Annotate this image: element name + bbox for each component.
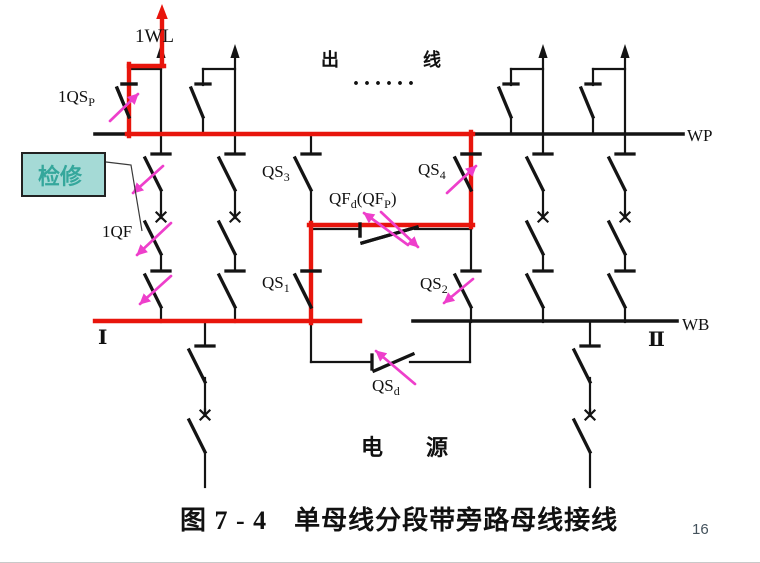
- switch-arrow-1qf: [135, 221, 173, 257]
- switch-arrow-qs2: [442, 277, 475, 305]
- feeder-bay-2: [191, 44, 244, 322]
- label-qfd: QFd(QFP): [329, 189, 397, 211]
- ellipsis-dots: ······: [352, 71, 418, 97]
- source-branch-section-1: [189, 321, 214, 487]
- source-branch-section-2: [574, 321, 599, 487]
- figure-caption: 图 7 - 4 单母线分段带旁路母线接线: [180, 505, 618, 535]
- switch-arrow-qsd: [374, 349, 417, 386]
- label-1qsp: 1QSP: [58, 87, 95, 109]
- label-1qf: 1QF: [102, 222, 132, 241]
- label-section-2: Ⅱ: [648, 329, 665, 351]
- switch-arrow-feeder1-upper-disc: [131, 164, 165, 195]
- disconnector-qs2: [453, 269, 482, 309]
- label-1wl: 1WL: [135, 26, 174, 47]
- label-outgoing-lines-1: 出: [321, 49, 339, 70]
- disconnector-qs3: [293, 152, 322, 192]
- switch-arrow-qfd-a: [362, 211, 410, 247]
- label-qs4: QS4: [418, 160, 446, 182]
- label-wb-bus: WB: [682, 315, 709, 334]
- label-source-2: 源: [426, 435, 448, 460]
- sectionalizer-qsd-circuit: [309, 319, 472, 374]
- callout-leader-line: [105, 161, 143, 232]
- label-qsd: QSd: [372, 376, 400, 398]
- label-outgoing-lines-2: 线: [423, 49, 441, 70]
- page-number: 16: [692, 521, 709, 538]
- label-qs1: QS1: [262, 273, 290, 295]
- feeder-bay-4: [581, 44, 634, 322]
- overpaint-symbols: [114, 82, 482, 309]
- label-wp-bus: WP: [687, 126, 713, 145]
- switch-arrow-qs4: [445, 164, 478, 195]
- switch-arrow-feeder1-lower-disc: [138, 274, 173, 306]
- maintenance-callout-label: 检修: [38, 164, 83, 189]
- label-qs2: QS2: [420, 274, 448, 296]
- label-section-1: Ⅰ: [98, 327, 107, 349]
- disconnector-qsd-blade: [371, 351, 416, 374]
- switch-arrow-qfd-b: [379, 210, 420, 249]
- maintenance-callout-box: [21, 152, 106, 197]
- label-qs3: QS3: [262, 162, 290, 184]
- switch-arrow-1qsp: [108, 92, 140, 123]
- label-source-1: 电: [361, 435, 383, 460]
- feeder-bay-3: [499, 44, 552, 322]
- bypass-operation-highlight-path: [92, 4, 476, 326]
